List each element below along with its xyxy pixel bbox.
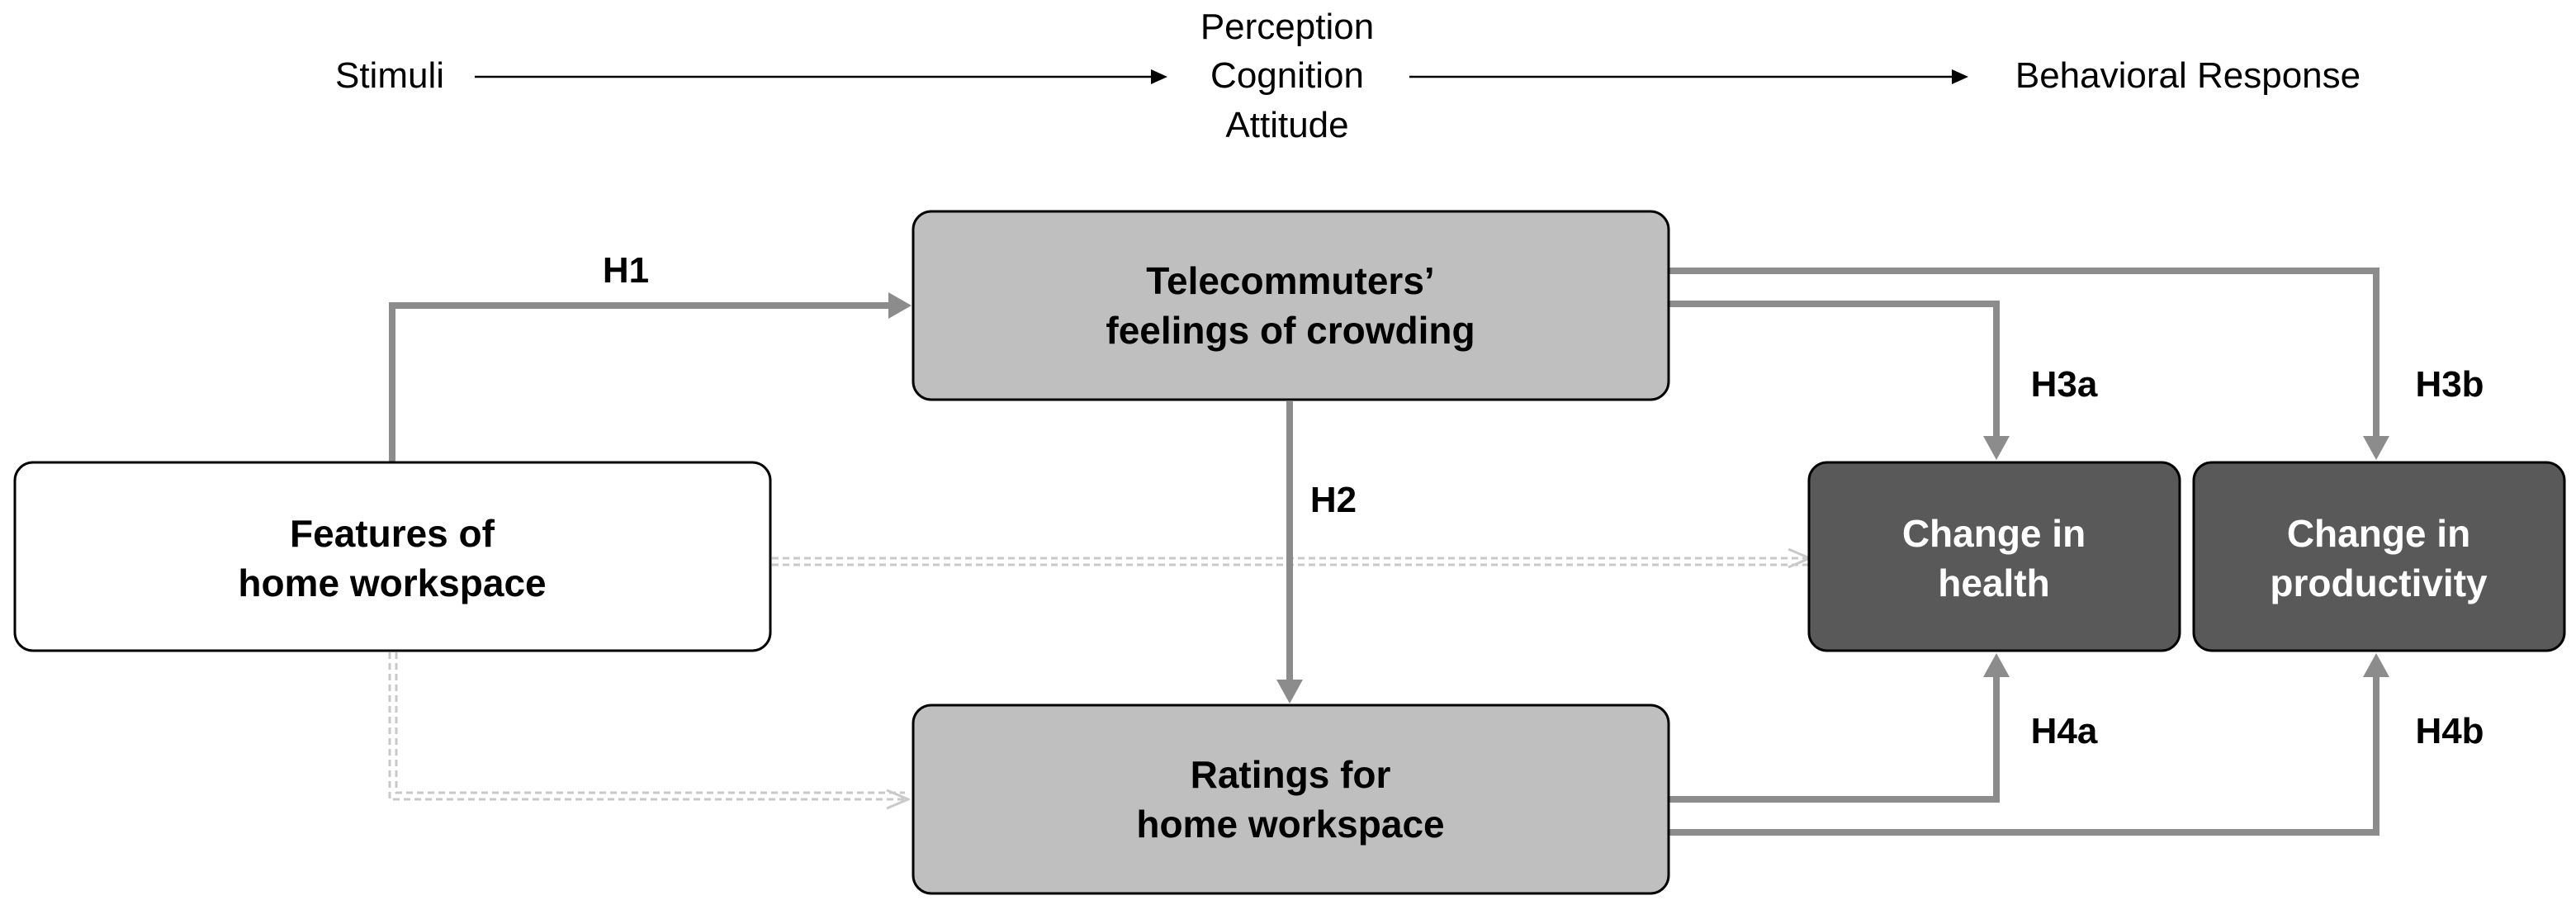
features-box-line-1: Features of — [290, 512, 495, 555]
productivity-box-line-2: productivity — [2270, 561, 2488, 604]
response-label: Behavioral Response — [2015, 55, 2361, 96]
mediator-label-attitude: Attitude — [1225, 105, 1348, 145]
hypothesis-paths — [389, 268, 2389, 836]
h4b-arrowhead — [2363, 653, 2389, 677]
box-ratings-for-home-workspace: Ratings for home workspace — [912, 704, 1670, 895]
mediator-label-cognition: Cognition — [1210, 55, 1364, 96]
h3a-arrowhead — [1983, 436, 2010, 460]
h4a-label: H4a — [2031, 711, 2098, 751]
box-features-of-home-workspace: Features of home workspace — [13, 461, 772, 652]
mediator-to-response-arrowhead — [1952, 69, 1968, 84]
flow-header: Stimuli Perception Cognition Attitude Be… — [335, 7, 2361, 145]
stimuli-label: Stimuli — [335, 55, 444, 96]
health-box-line-2: health — [1938, 561, 2049, 604]
h3a-path — [1668, 301, 2000, 438]
dashed-arrow-features-to-ratings — [388, 652, 908, 799]
productivity-box-line-1: Change in — [2287, 512, 2470, 555]
h2-label: H2 — [1310, 480, 1357, 520]
ratings-box-line-2: home workspace — [1136, 803, 1444, 846]
dashed-arrow-features-to-ratings-inner — [395, 652, 905, 794]
features-box-line-2: home workspace — [238, 561, 546, 604]
h1-path — [389, 302, 890, 462]
h3b-label: H3b — [2415, 364, 2484, 405]
box-feelings-of-crowding: Telecommuters’ feelings of crowding — [912, 210, 1670, 401]
health-box-line-1: Change in — [1902, 512, 2086, 555]
crowding-box-line-1: Telecommuters’ — [1146, 259, 1434, 302]
crowding-box-line-2: feelings of crowding — [1106, 309, 1475, 352]
h4a-path — [1668, 675, 2000, 803]
box-change-in-productivity: Change in productivity — [2192, 461, 2566, 652]
h3b-path — [1668, 268, 2379, 438]
h1-arrowhead — [888, 292, 912, 319]
h3b-arrowhead — [2363, 436, 2389, 460]
h1-label: H1 — [603, 250, 649, 291]
box-change-in-health: Change in health — [1807, 461, 2181, 652]
h3a-label: H3a — [2031, 364, 2098, 405]
ratings-box-line-1: Ratings for — [1191, 753, 1391, 796]
h4b-label: H4b — [2415, 711, 2484, 751]
h2-arrowhead — [1276, 680, 1303, 704]
mediator-label-perception: Perception — [1200, 7, 1374, 47]
h4a-arrowhead — [1983, 653, 2010, 677]
h4b-path — [1668, 675, 2379, 836]
stimuli-to-mediator-arrowhead — [1151, 69, 1167, 84]
hypothesis-labels: H1 H2 H3a H3b H4a H4b — [603, 250, 2484, 751]
